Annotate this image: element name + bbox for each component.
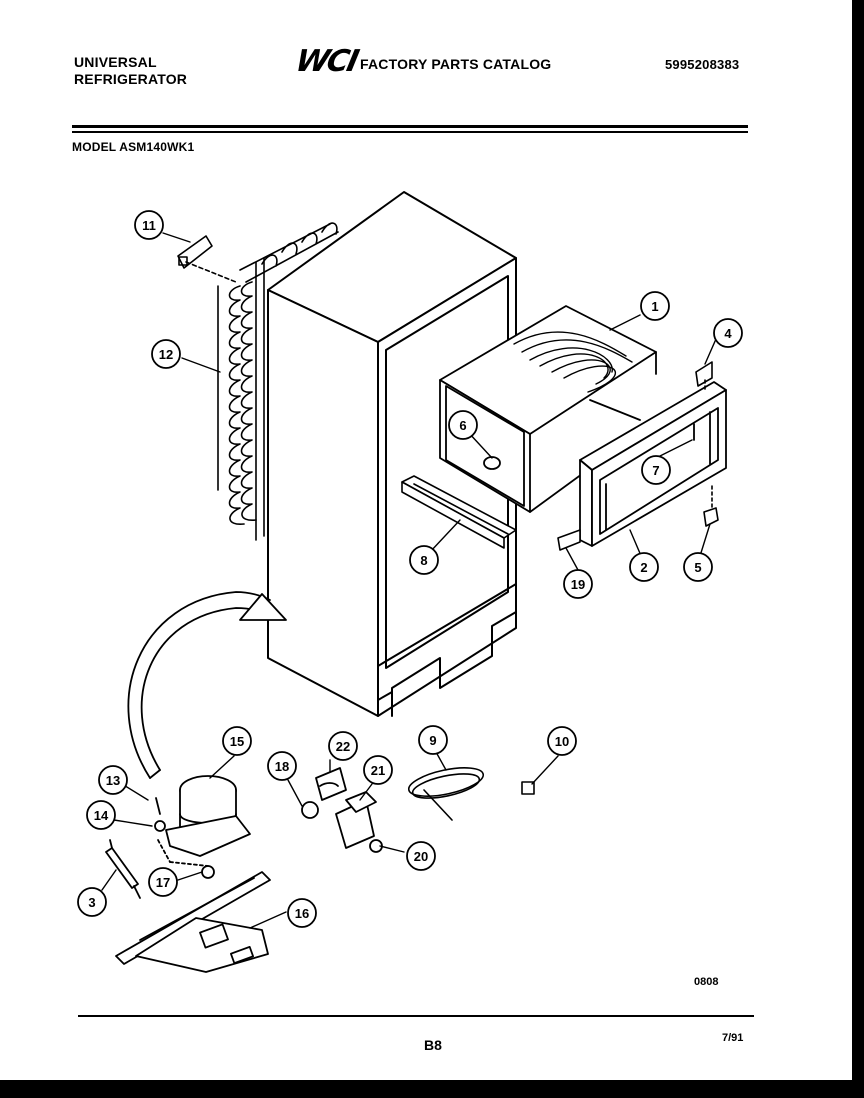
callout-8-circle bbox=[409, 545, 439, 575]
callout-1-circle bbox=[640, 291, 670, 321]
callout-16-circle bbox=[287, 898, 317, 928]
catalog-title: FACTORY PARTS CATALOG bbox=[360, 56, 552, 72]
header-rule-bottom bbox=[72, 131, 748, 133]
callout-15-circle bbox=[222, 726, 252, 756]
model-label: MODEL ASM140WK1 bbox=[72, 140, 195, 154]
catalog-number: 5995208383 bbox=[665, 57, 740, 72]
filter-dryer bbox=[105, 839, 141, 899]
drawing-code: 0808 bbox=[694, 976, 719, 988]
callout-12: 12 bbox=[159, 347, 173, 362]
connector bbox=[521, 781, 535, 795]
electrical-parts bbox=[301, 767, 383, 853]
callout-6-circle bbox=[448, 410, 478, 440]
scan-border-right bbox=[852, 0, 864, 1098]
callout-22: 22 bbox=[336, 739, 350, 754]
revision-date: 7/91 bbox=[722, 1032, 744, 1044]
callout-5: 5 bbox=[694, 560, 701, 575]
page-number: B8 bbox=[424, 1037, 442, 1053]
bracket-part bbox=[177, 235, 237, 283]
callout-21-circle bbox=[363, 755, 393, 785]
callout-15: 15 bbox=[230, 734, 244, 749]
condenser-coil bbox=[217, 222, 339, 541]
callout-8: 8 bbox=[420, 553, 427, 568]
callout-1: 1 bbox=[651, 299, 658, 314]
callout-14: 14 bbox=[94, 808, 109, 823]
header-rule-top bbox=[72, 125, 748, 128]
compressor bbox=[154, 775, 251, 879]
callout-10-circle bbox=[547, 726, 577, 756]
callout-numbers: 1 2 3 4 5 6 7 8 9 10 11 12 13 14 15 16 1… bbox=[88, 218, 732, 921]
callout-12-circle bbox=[151, 339, 181, 369]
callout-9-circle bbox=[418, 725, 448, 755]
hinge-parts bbox=[557, 361, 719, 551]
leader-lines bbox=[101, 232, 717, 929]
callout-20: 20 bbox=[414, 849, 428, 864]
brand-line-2: REFRIGERATOR bbox=[74, 71, 188, 87]
callout-3-circle bbox=[77, 887, 107, 917]
callout-19-circle bbox=[563, 569, 593, 599]
base-pan bbox=[115, 871, 271, 973]
callout-13: 13 bbox=[106, 773, 120, 788]
callout-17-circle bbox=[148, 867, 178, 897]
scan-border-bottom bbox=[0, 1080, 864, 1098]
brand-line-1: UNIVERSAL bbox=[74, 54, 157, 70]
callout-7: 7 bbox=[652, 463, 659, 478]
footer-rule bbox=[78, 1015, 754, 1017]
location-arrow bbox=[127, 591, 287, 779]
callout-4: 4 bbox=[724, 326, 732, 341]
callout-6: 6 bbox=[459, 418, 466, 433]
callouts bbox=[77, 210, 743, 928]
callout-4-circle bbox=[713, 318, 743, 348]
callout-11: 11 bbox=[142, 218, 156, 233]
callout-3: 3 bbox=[88, 895, 95, 910]
callout-16: 16 bbox=[295, 906, 309, 921]
callout-10: 10 bbox=[555, 734, 569, 749]
callout-18: 18 bbox=[275, 759, 289, 774]
callout-11-circle bbox=[134, 210, 164, 240]
callout-13-circle bbox=[98, 765, 128, 795]
callout-2: 2 bbox=[640, 560, 647, 575]
cabinet-drawing bbox=[267, 191, 517, 717]
callout-14-circle bbox=[86, 800, 116, 830]
callout-22-circle bbox=[328, 731, 358, 761]
drip-tray bbox=[401, 475, 517, 549]
callout-17: 17 bbox=[156, 875, 170, 890]
callout-2-circle bbox=[629, 552, 659, 582]
callout-7-circle bbox=[641, 455, 671, 485]
power-cord bbox=[407, 767, 485, 821]
callout-20-circle bbox=[406, 841, 436, 871]
callout-21: 21 bbox=[371, 763, 385, 778]
callout-18-circle bbox=[267, 751, 297, 781]
callout-5-circle bbox=[683, 552, 713, 582]
callout-19: 19 bbox=[571, 577, 585, 592]
callout-9: 9 bbox=[429, 733, 436, 748]
